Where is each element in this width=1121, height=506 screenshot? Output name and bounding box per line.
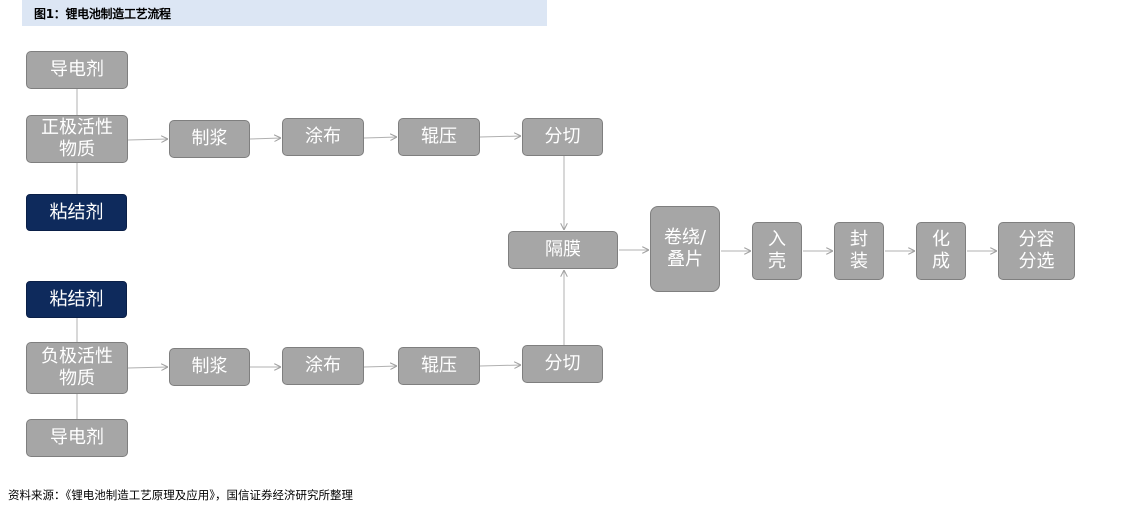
node-neg-slurry: 制浆 xyxy=(169,348,250,386)
node-pos-coating: 涂布 xyxy=(282,118,364,156)
node-sealing: 封 装 xyxy=(834,222,884,280)
figure-title: 图1：锂电池制造工艺流程 xyxy=(34,7,171,21)
node-pos-conductive: 导电剂 xyxy=(26,51,128,89)
neg-arrow-to-slitting xyxy=(479,365,521,366)
node-pos-slitting: 分切 xyxy=(522,118,603,156)
source-note: 资料来源：《锂电池制造工艺原理及应用》，国信证券经济研究所整理 xyxy=(8,488,353,502)
node-neg-conductive: 导电剂 xyxy=(26,419,128,457)
node-grading: 分容 分选 xyxy=(998,222,1075,280)
pos-arrow-to-slitting xyxy=(479,136,521,137)
pos-arrow-to-coating xyxy=(249,138,281,139)
node-formation: 化 成 xyxy=(916,222,966,280)
pos-arrow-to-rolling xyxy=(363,137,397,138)
node-neg-coating: 涂布 xyxy=(282,347,364,385)
node-neg-slitting: 分切 xyxy=(522,345,603,383)
node-neg-binder: 粘结剂 xyxy=(26,281,127,318)
node-pos-binder: 粘结剂 xyxy=(26,194,127,231)
node-separator: 隔膜 xyxy=(508,231,618,269)
neg-arrow-to-rolling xyxy=(363,366,397,367)
node-neg-rolling: 辊压 xyxy=(398,347,480,385)
neg-arrow-to-slurry xyxy=(127,367,168,368)
node-pos-rolling: 辊压 xyxy=(398,118,480,156)
node-pos-material: 正极活性 物质 xyxy=(26,115,128,163)
node-pos-slurry: 制浆 xyxy=(169,120,250,158)
node-neg-material: 负极活性 物质 xyxy=(26,342,128,394)
pos-arrow-to-slurry xyxy=(127,139,168,140)
node-winding: 卷绕/ 叠片 xyxy=(650,206,720,292)
title-bar: 图1：锂电池制造工艺流程 xyxy=(22,0,547,26)
node-casing: 入 壳 xyxy=(752,222,802,280)
